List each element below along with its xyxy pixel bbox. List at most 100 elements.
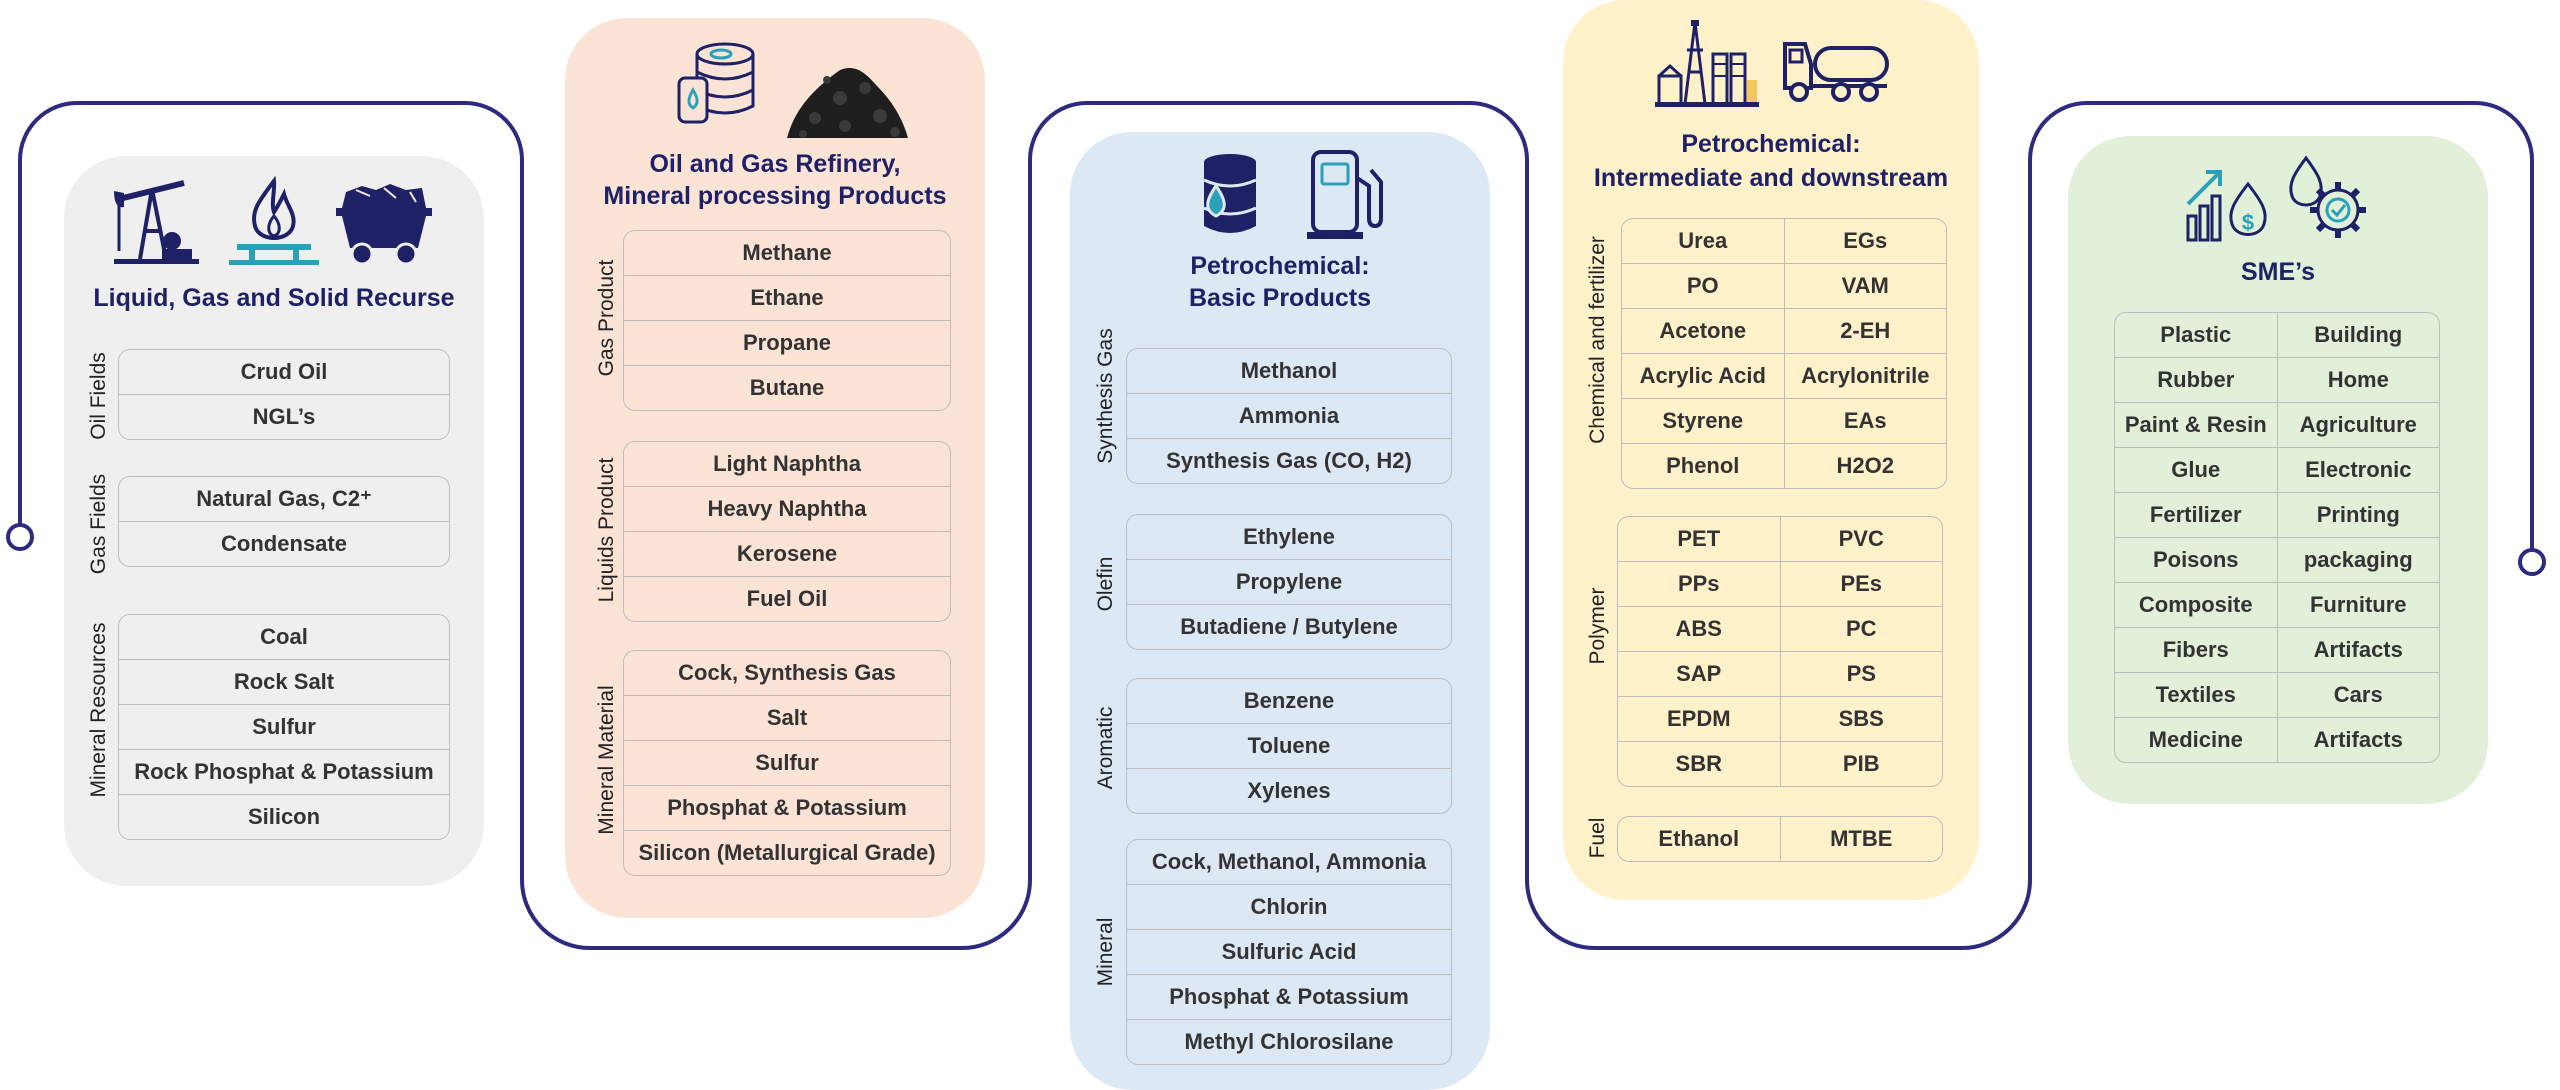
cell: Artifacts <box>2276 628 2440 672</box>
table-row: Heavy Naphtha <box>624 486 950 531</box>
cell: Propylene <box>1235 569 1343 594</box>
cell: Styrene <box>1662 408 1744 433</box>
table-row: Rock Phosphat & Potassium <box>119 749 449 794</box>
table-olefin: Ethylene Propylene Butadiene / Butylene <box>1126 514 1452 650</box>
cell: Rock Phosphat & Potassium <box>134 759 434 784</box>
table-row: NGL’s <box>119 394 449 439</box>
panel-resources: Liquid, Gas and Solid Recurse Oil Fields… <box>64 156 484 886</box>
table-row: Coal <box>119 615 449 659</box>
gas-flame-icon <box>229 176 319 265</box>
table-row: Crud Oil <box>119 350 449 394</box>
cell: Plastic <box>2160 322 2232 347</box>
table-row: SAP PS <box>1618 651 1942 696</box>
cell: Benzene <box>1243 688 1335 713</box>
table-row: Sulfur <box>624 740 950 785</box>
cell: Urea <box>1678 228 1728 253</box>
cell: EPDM <box>1666 706 1731 731</box>
cell: Ethanol <box>1658 826 1740 851</box>
panel-basic-products: Petrochemical: Basic Products Synthesis … <box>1070 132 1490 1090</box>
coal-cart-icon <box>336 184 432 266</box>
cell: Rubber <box>2157 367 2235 392</box>
table-gas-product: Methane Ethane Propane Butane <box>623 230 951 411</box>
table-liquids-product: Light Naphtha Heavy Naphtha Kerosene Fue… <box>623 441 951 622</box>
panel-title-line2: Mineral processing Products <box>603 182 947 210</box>
group-label-mineral: Mineral <box>1094 917 1117 987</box>
cell: Paint & Resin <box>2124 412 2267 437</box>
cell: Butane <box>749 375 825 400</box>
table-row: Benzene <box>1127 679 1451 723</box>
cell: Butadiene / Butylene <box>1180 614 1398 639</box>
table-row: Poisons packaging <box>2115 537 2439 582</box>
cell: Furniture <box>2276 583 2440 627</box>
table-row: Methanol <box>1127 349 1451 393</box>
cell: Phosphat & Potassium <box>1169 984 1409 1009</box>
table-row: Cock, Methanol, Ammonia <box>1127 840 1451 884</box>
cell: Acrylonitrile <box>1783 354 1947 398</box>
table-row: Cock, Synthesis Gas <box>624 651 950 695</box>
cell: Textiles <box>2155 682 2236 707</box>
cell: SBR <box>1675 751 1722 776</box>
fuel-pump-icon <box>1307 150 1383 239</box>
table-row: Toluene <box>1127 723 1451 768</box>
flow-end-node <box>2518 548 2546 576</box>
cell: Methane <box>742 240 832 265</box>
group-label-mineral-resources: Mineral Resources <box>87 622 110 798</box>
oil-pump-icon <box>114 180 199 264</box>
panel-title-line1: Oil and Gas Refinery, <box>649 150 901 178</box>
panel-title-line1: Petrochemical: <box>1681 130 1861 158</box>
cell: Cock, Methanol, Ammonia <box>1151 849 1427 874</box>
cell: Silicon <box>247 804 321 829</box>
cell: Glue <box>2171 457 2221 482</box>
cell: Sulfur <box>252 714 316 739</box>
cell: 2-EH <box>1783 309 1947 353</box>
cell: Condensate <box>221 531 347 556</box>
growth-chart-dollar-icon: $ <box>2186 170 2267 242</box>
table-row: Butadiene / Butylene <box>1127 604 1451 649</box>
cell: PS <box>1779 652 1943 696</box>
cell: Phosphat & Potassium <box>667 795 907 820</box>
group-label-polymer: Polymer <box>1586 587 1609 665</box>
table-row: Sulfuric Acid <box>1127 929 1451 974</box>
cell: packaging <box>2276 538 2440 582</box>
svg-text:$: $ <box>2242 210 2254 235</box>
cell: Cock, Synthesis Gas <box>678 660 896 685</box>
table-row: Ethylene <box>1127 515 1451 559</box>
cell: Chlorin <box>1250 894 1328 919</box>
oil-barrels-icon <box>677 42 755 124</box>
table-row: Salt <box>624 695 950 740</box>
table-row: Methyl Chlorosilane <box>1127 1019 1451 1064</box>
table-row: Propylene <box>1127 559 1451 604</box>
cell: Poisons <box>2152 547 2239 572</box>
cell: VAM <box>1783 264 1947 308</box>
table-aromatic: Benzene Toluene Xylenes <box>1126 678 1452 814</box>
cell: PEs <box>1779 562 1943 606</box>
cell: SAP <box>1676 661 1722 686</box>
group-label-chemical-fertilizer: Chemical and fertilizer <box>1586 236 1609 444</box>
group-label-synthesis-gas: Synthesis Gas <box>1094 328 1117 464</box>
cell: Xylenes <box>1247 778 1331 803</box>
group-label-oil-fields: Oil Fields <box>87 352 110 440</box>
cell: PIB <box>1779 742 1943 786</box>
table-row: Natural Gas, C2⁺ <box>119 477 449 521</box>
table-row: Silicon (Metallurgical Grade) <box>624 830 950 875</box>
table-row: Silicon <box>119 794 449 839</box>
cell: NGL’s <box>252 404 316 429</box>
table-row: Chlorin <box>1127 884 1451 929</box>
panel-title-line2: Intermediate and downstream <box>1593 164 1949 192</box>
coal-pile-icon <box>787 67 908 138</box>
group-label-gas-fields: Gas Fields <box>87 473 110 575</box>
